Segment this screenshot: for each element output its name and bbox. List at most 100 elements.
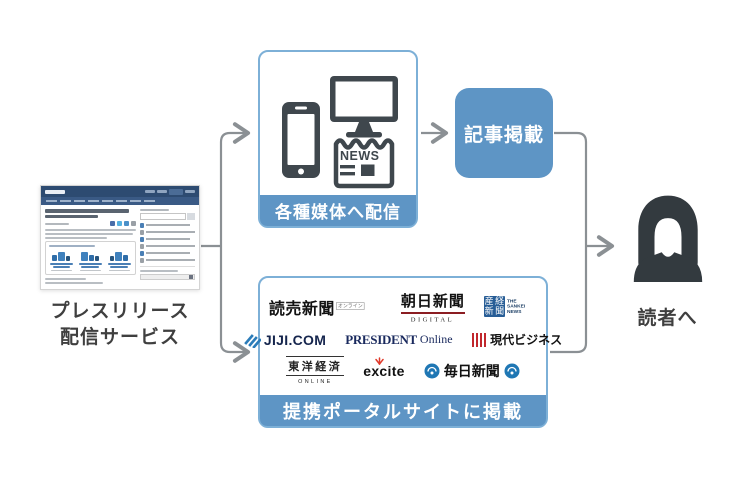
president-online-text: Online [419,332,453,346]
source-caption: プレスリリース 配信サービス [0,299,240,351]
skeleton-line [45,237,107,239]
skeleton-caption [108,263,131,265]
thumbnail-meta-row [45,221,136,226]
toyokeizai-logo-text: 東洋経済 [286,355,345,376]
thumbnail-sidebar [139,209,195,284]
sidebar-row [139,251,195,256]
asahi-logo-text: 朝日新聞 [400,290,465,314]
skeleton-caption [51,269,72,272]
portal-logo-row: 東洋経済 ONLINE excite [266,355,540,386]
share-icon [123,221,129,226]
gendai-logo-text: 現代ビジネス [490,333,563,347]
mainichi-logo-text: 毎日新聞 [443,364,500,380]
jiji-logo: JIJI.COM [244,332,326,348]
illustration-icon [49,250,74,261]
button-icon [189,274,193,279]
toyokeizai-logo: 東洋経済 ONLINE [286,355,345,386]
thumbnail-header [41,186,199,197]
skeleton-caption [79,263,102,265]
thumbnail-article-column [45,209,136,285]
excite-logo-text: excite [363,362,405,379]
jiji-mark-icon [244,333,261,348]
jiji-logo-text: JIJI.COM [263,331,327,348]
illustration-icon [107,250,132,261]
source-caption-line1: プレスリリース [50,301,190,322]
skeleton-caption [52,265,71,268]
portal-logo-row: JIJI.COM PRESIDENT Online 現代ビジネス [244,331,562,348]
skeleton-line [45,278,86,281]
bullet-icon [139,237,145,242]
feature-column [78,250,103,272]
sidebar-row [139,258,195,263]
skeleton-caption [79,269,101,272]
source-caption-line2: 配信サービス [59,327,180,349]
thumbnail-nav-item [130,199,141,203]
thumbnail-nav-item [46,199,57,203]
yomiuri-logo-text: 読売新聞 [268,300,335,318]
feature-column [49,250,74,272]
thumbnail-body [41,205,199,288]
excite-sparkle-icon [375,356,384,365]
mainichi-mark-icon [504,363,520,378]
excite-logo: excite [363,356,405,379]
sidebar-row [139,223,195,228]
connector-to-portal-box [219,246,251,363]
thumbnail-nav-item [102,199,113,203]
skeleton-line [146,245,195,248]
president-logo-text: PRESIDENT [345,331,417,347]
search-input [139,213,186,220]
press-release-site-thumbnail [40,185,200,290]
bullet-icon [139,258,145,263]
skeleton-caption [50,263,73,265]
newspaper-news-text: NEWS [340,149,380,163]
skeleton-title-line [45,214,98,218]
skeleton-line [45,233,134,235]
thumbnail-nav-item [60,199,71,203]
portal-box-label: 提携ポータルサイトに掲載 [260,395,546,426]
feature-columns [49,250,132,272]
divider [139,265,195,267]
thumbnail-header-item [145,190,155,193]
thumbnail-nav-item [88,199,99,203]
connector-portal-up [550,246,588,354]
thumbnail-header-button [169,188,183,195]
skeleton-caption [108,269,130,272]
connector-article-down [554,131,588,246]
newspaper-icon: NEWS [333,138,395,189]
search-button [187,213,195,220]
thumbnail-feature-card [45,241,136,276]
skeleton-line [146,252,191,255]
gendai-business-logo: 現代ビジネス [471,331,563,348]
skeleton-line [146,224,191,227]
bullet-icon [139,251,145,256]
smartphone-icon [282,102,320,178]
reader-caption: 読者へ [637,308,698,329]
skeleton-line [45,229,136,231]
yomiuri-online-badge: オンライン [335,302,365,311]
share-icon [109,221,115,226]
skeleton-line [139,209,169,211]
media-box: NEWS 各種媒体へ配信 [258,50,418,228]
skeleton-line [139,269,179,272]
skeleton-caption [110,265,129,268]
gendai-stripes-icon [471,332,487,347]
asahi-digital-text: DIGITAL [411,315,455,323]
social-share-icons [109,221,136,226]
asahi-logo: 朝日新聞 DIGITAL [400,290,465,324]
thumbnail-header-item [185,190,195,193]
skeleton-caption [81,265,100,268]
mainichi-logo: 毎日新聞 [424,361,520,381]
bullet-icon [139,244,145,249]
skeleton-line [45,282,104,285]
feature-column [107,250,132,272]
skeleton-line [146,259,195,262]
yomiuri-logo: 読売新聞 オンライン [269,295,382,319]
president-logo: PRESIDENT Online [345,332,452,348]
thumbnail-nav-item [116,199,127,203]
